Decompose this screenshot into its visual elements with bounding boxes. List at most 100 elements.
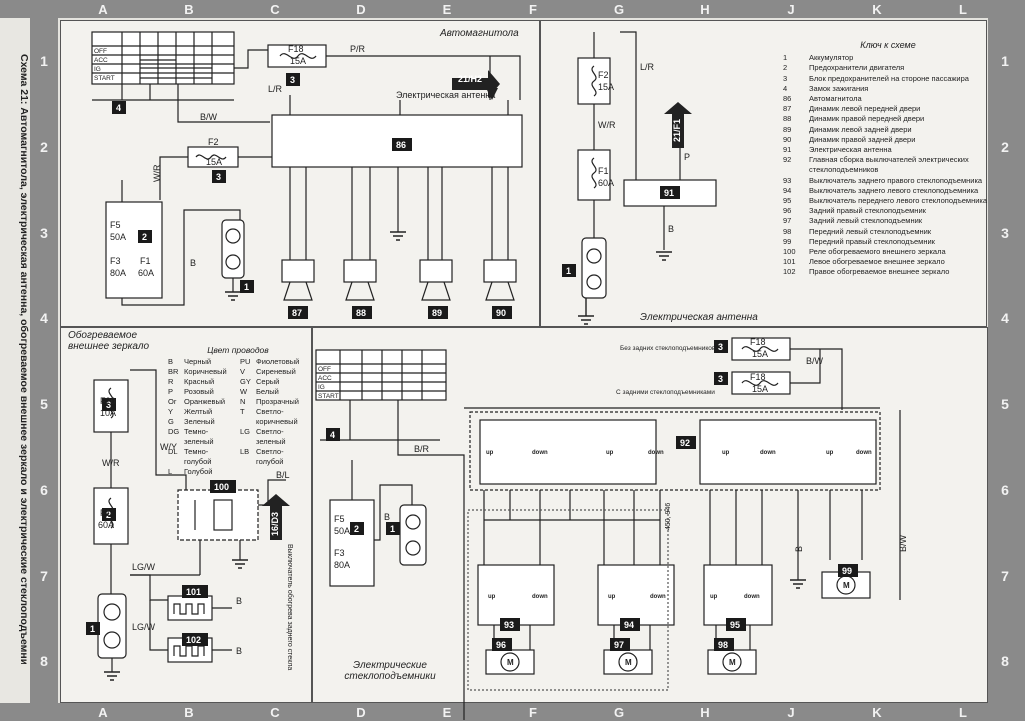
component-tag-93: 93 <box>500 618 520 631</box>
key-item-number: 97 <box>783 216 792 226</box>
component-tag-2: 2 <box>138 230 152 243</box>
svg-text:93: 93 <box>504 620 514 630</box>
wire-color-name: Коричневый <box>184 367 227 376</box>
key-item-number: 101 <box>783 257 796 267</box>
ignition-row-off: OFF <box>318 366 331 373</box>
ignition-table-bottom <box>315 349 447 401</box>
label-b-ant: B <box>668 224 674 234</box>
row-header-1: 1 <box>1001 52 1009 69</box>
arrow-16d3 <box>262 494 290 540</box>
key-item-number: 95 <box>783 196 792 206</box>
frame-bottom <box>0 703 1025 721</box>
frame-right <box>988 18 1025 703</box>
key-item-number: 1 <box>783 53 788 63</box>
component-tag-1: 1 <box>386 522 400 535</box>
key-item-number: 89 <box>783 124 792 134</box>
svg-text:2: 2 <box>354 524 359 534</box>
component-tag-3: 3 <box>714 340 728 353</box>
component-tag-102: 102 <box>182 633 208 646</box>
column-header-k: K <box>872 704 882 720</box>
label-f2-ant: F2 <box>598 70 609 80</box>
component-tag-95: 95 <box>726 618 746 631</box>
svg-text:91: 91 <box>664 188 674 198</box>
row-header-1: 1 <box>40 52 48 69</box>
fuse-block-bottom <box>329 499 375 587</box>
svg-text:89: 89 <box>432 308 442 318</box>
label-f3: F3 <box>110 256 121 266</box>
wire-color-name: Черный <box>184 357 212 366</box>
column-header-e: E <box>442 1 452 17</box>
component-tag-94: 94 <box>620 618 640 631</box>
label-f18-a: F18 <box>750 337 766 347</box>
wire-color-name: Зеленый <box>184 417 215 426</box>
label-f5-win: F5 <box>334 514 345 524</box>
wire-color-code: L <box>168 467 173 476</box>
label-wr-mirror: W/R <box>102 458 120 468</box>
key-item-number: 93 <box>783 175 792 185</box>
svg-text:1: 1 <box>90 624 95 634</box>
wire-color-name: коричневый <box>256 417 298 426</box>
label-b-top: B <box>190 258 196 268</box>
svg-text:3: 3 <box>718 374 723 384</box>
wire-color-name: Светло- <box>256 407 284 416</box>
label-f1-top: F1 <box>140 256 151 266</box>
mirror-101 <box>167 595 213 621</box>
key-item-text: Левое обогреваемое внешнее зеркало <box>809 257 945 267</box>
label-wy: W/Y <box>160 442 177 452</box>
key-item-text: Передний правый стеклоподъемник <box>809 236 935 246</box>
row-header-7: 7 <box>1001 567 1009 584</box>
wire-color-code: V <box>240 367 246 376</box>
wire-color-name: Светло- <box>256 427 284 436</box>
frame-left <box>30 18 58 703</box>
svg-text:97: 97 <box>614 640 624 650</box>
wire-color-code: N <box>240 397 246 406</box>
fuse-f1-antenna <box>577 149 611 201</box>
svg-text:95: 95 <box>730 620 740 630</box>
key-item-number: 88 <box>783 114 792 124</box>
key-item-number: 2 <box>783 63 788 73</box>
switch-down-label: down <box>760 450 776 456</box>
label-f3-rating: 80A <box>110 268 126 278</box>
wire-color-code: T <box>240 407 245 416</box>
ignition-row-ig: IG <box>318 384 325 391</box>
key-item-text: Динамик левой задней двери <box>809 124 912 134</box>
key-item-number: 96 <box>783 206 792 216</box>
label-bw-win: B/W <box>806 356 824 366</box>
svg-text:102: 102 <box>186 635 201 645</box>
key-item-number: 90 <box>783 134 792 144</box>
column-header-j: J <box>787 1 795 17</box>
key-item-text: Правое обогреваемое внешнее зеркало <box>809 267 950 277</box>
label-f5-rating: 50A <box>110 232 126 242</box>
label-f18-top-rating: 15A <box>290 56 306 66</box>
key-item-text: Динамик левой передней двери <box>809 104 921 114</box>
column-header-g: G <box>613 704 625 720</box>
component-tag-92: 92 <box>676 436 696 449</box>
component-tag-4: 4 <box>112 101 126 114</box>
key-item-text: Динамик правой задней двери <box>809 134 916 144</box>
svg-text:1: 1 <box>390 524 395 534</box>
label-p-ant: P <box>684 152 690 162</box>
label-21h2: 21/H2 <box>458 74 482 84</box>
label-lgw-1: LG/W <box>132 562 156 572</box>
column-header-k: K <box>872 1 882 17</box>
label-f18-top: F18 <box>288 44 304 54</box>
switch-down-label: down <box>532 594 548 600</box>
svg-text:4: 4 <box>330 430 335 440</box>
key-panel <box>786 20 987 327</box>
ignition-table-top <box>91 31 235 85</box>
wire-color-name: голубой <box>184 457 212 466</box>
label-wr-top: W/R <box>152 164 162 182</box>
component-tag-1: 1 <box>562 264 576 277</box>
label-21f1: 21/F1 <box>672 119 682 142</box>
wire-color-code: LB <box>240 447 250 456</box>
key-item: 90 Динамик правой задней двери <box>783 135 993 145</box>
component-tag-101: 101 <box>182 585 208 598</box>
variant-box <box>467 509 669 691</box>
wire-color-title: Цвет проводов <box>207 345 269 355</box>
